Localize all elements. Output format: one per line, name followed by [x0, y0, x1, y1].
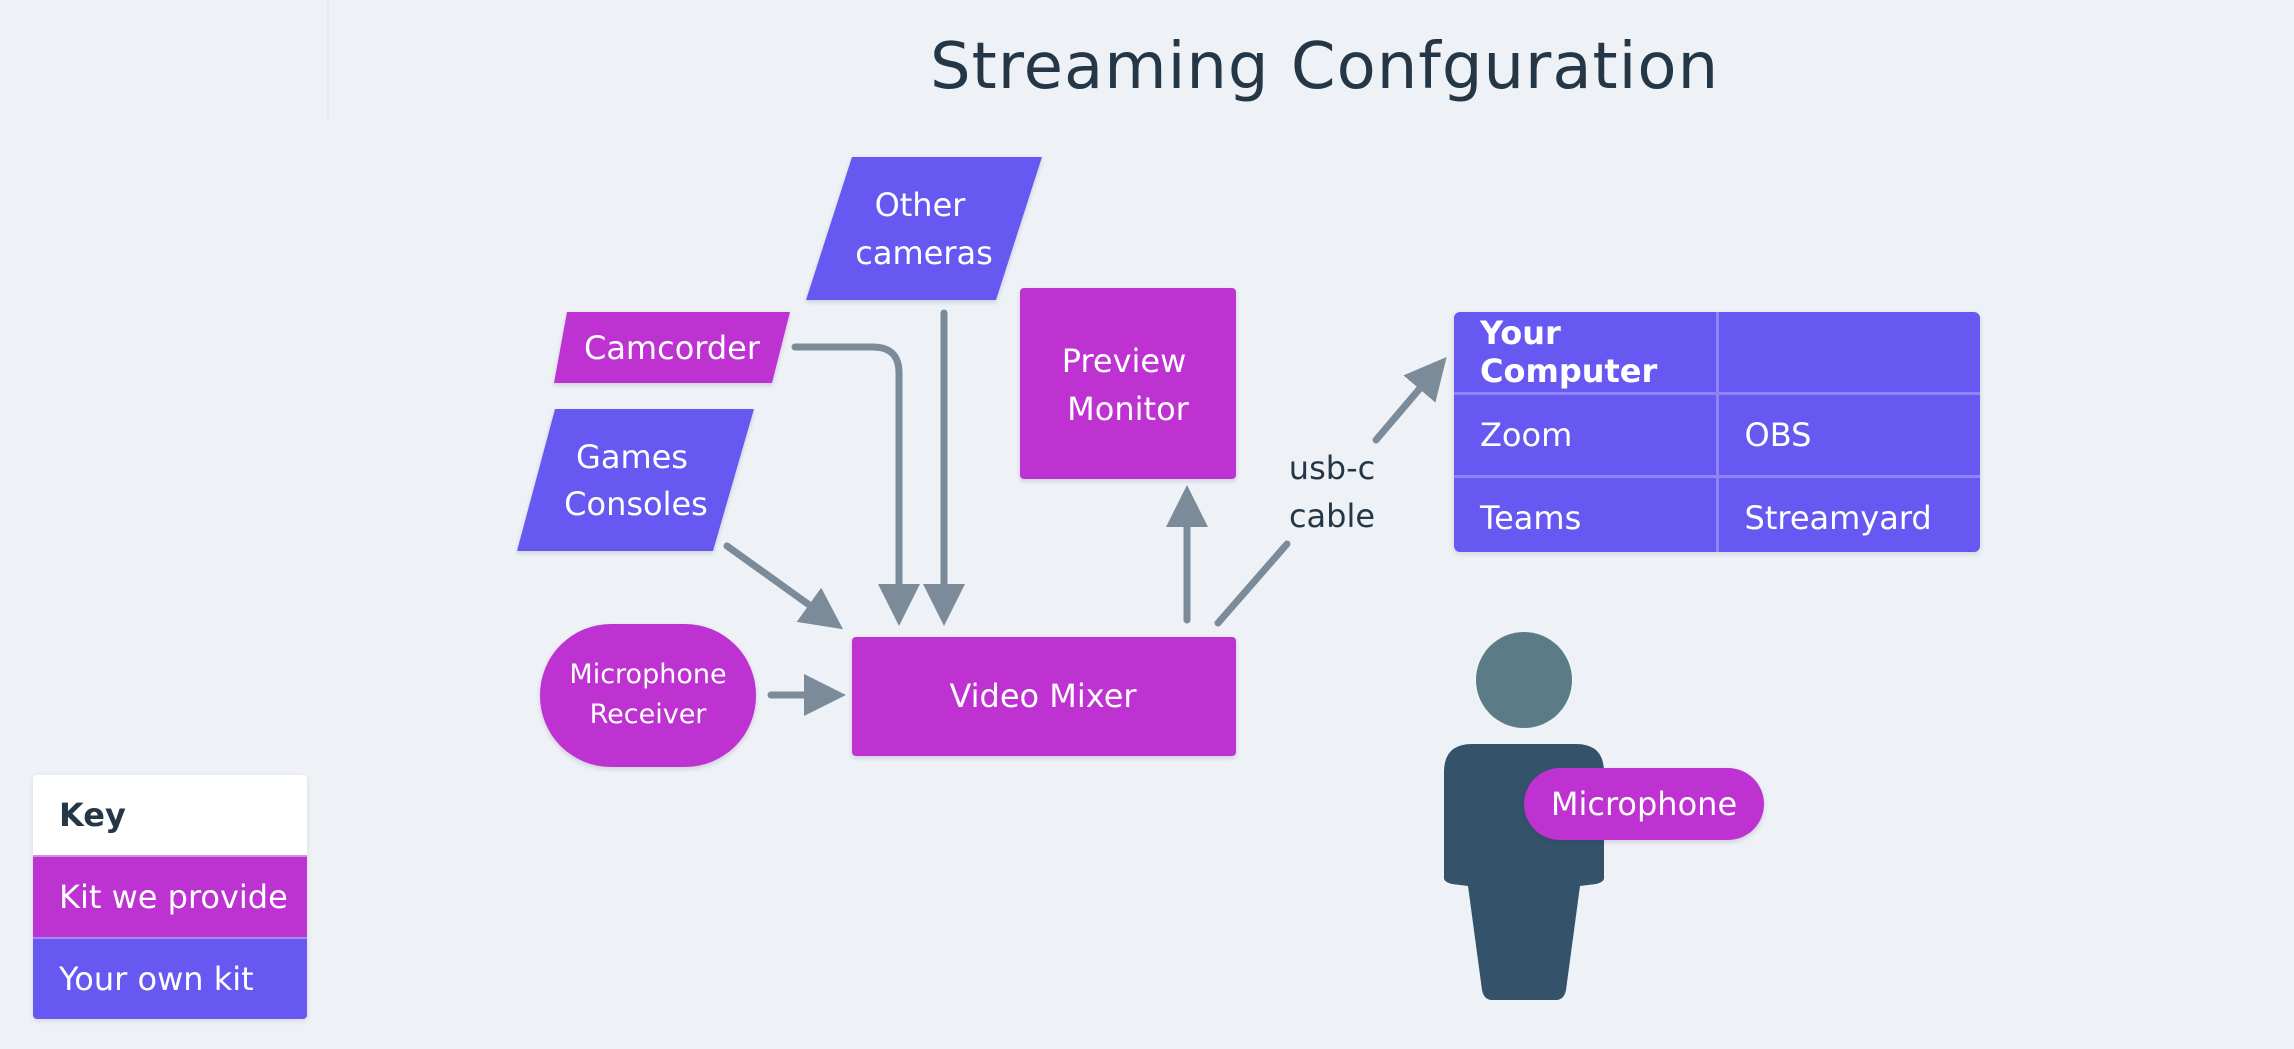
- usb-cable-label: usb-c cable: [1262, 444, 1402, 540]
- microphone-label: Microphone: [1551, 785, 1737, 823]
- page-title: Streaming Confguration: [930, 30, 1720, 104]
- app-cell: Zoom: [1454, 392, 1719, 478]
- key-your-own-kit: Your own kit: [33, 937, 307, 1019]
- node-microphone-receiver: Microphone Receiver: [540, 624, 756, 767]
- computer-table-row: Zoom OBS: [1454, 392, 1980, 478]
- key-kit-we-provide: Kit we provide: [33, 855, 307, 937]
- app-cell: Streamyard: [1715, 475, 1980, 552]
- other-cameras-label-2: cameras: [855, 234, 993, 272]
- usb-label-line-1: usb-c: [1288, 449, 1376, 487]
- computer-table: Your Computer Zoom OBS Teams Streamyard: [1454, 312, 1980, 552]
- receiver-label-2: Receiver: [590, 699, 708, 730]
- arrow-games-to-mixer: [723, 542, 844, 630]
- video-mixer-label: Video Mixer: [949, 677, 1137, 715]
- camcorder-label: Camcorder: [584, 329, 761, 367]
- node-games-consoles: Games Consoles: [517, 409, 754, 551]
- other-cameras-label-1: Other: [875, 186, 967, 224]
- node-preview-monitor: Preview Monitor: [1020, 288, 1236, 479]
- preview-label-2: Monitor: [1067, 390, 1189, 428]
- computer-table-row: Teams Streamyard: [1454, 475, 1980, 552]
- node-other-cameras: Other cameras: [806, 157, 1042, 300]
- usb-label-line-2: cable: [1288, 497, 1376, 535]
- games-label-1: Games: [576, 438, 688, 476]
- app-cell: OBS: [1715, 392, 1980, 478]
- arrow-mixer-to-computer-upper: [1372, 357, 1447, 444]
- arrow-camcorder-to-mixer: [791, 343, 920, 626]
- arrow-mixer-to-computer-lower: [1214, 540, 1291, 627]
- node-video-mixer: Video Mixer: [852, 637, 1236, 756]
- games-label-2: Consoles: [564, 485, 708, 523]
- key-heading: Key: [33, 775, 307, 855]
- node-microphone: Microphone: [1524, 768, 1764, 840]
- connectors: [723, 309, 1447, 716]
- computer-table-header-row: Your Computer: [1454, 312, 1980, 395]
- preview-label-1: Preview: [1062, 342, 1187, 380]
- node-camcorder: Camcorder: [554, 312, 790, 383]
- app-cell: Teams: [1454, 475, 1719, 552]
- computer-header-empty: [1715, 312, 1980, 395]
- receiver-label-1: Microphone: [569, 659, 726, 690]
- person-head: [1476, 632, 1572, 728]
- computer-header: Your Computer: [1454, 312, 1719, 395]
- legend-key: Key Kit we provide Your own kit: [33, 775, 307, 1019]
